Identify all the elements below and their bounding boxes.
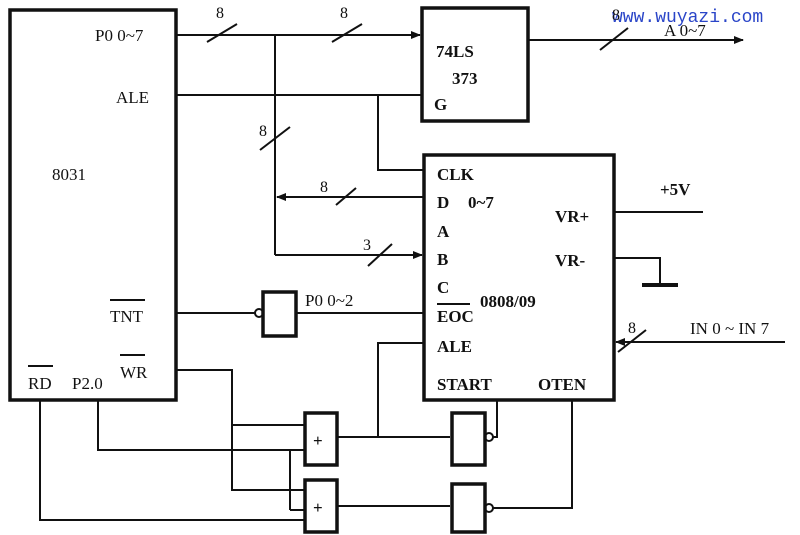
- p0-bus-slash-2: [331, 23, 363, 43]
- mcu-p20-pin: P2.0: [72, 374, 103, 393]
- address-bus-out-width: 8: [612, 7, 620, 24]
- mcu-ale-pin: ALE: [116, 88, 149, 107]
- adc-clk-pin: CLK: [437, 165, 475, 184]
- p0-low-label: P0 0~2: [305, 291, 353, 310]
- adc-start-pin: START: [437, 375, 492, 394]
- start-ale-wire: [377, 342, 424, 437]
- watermark-text: www.wuyazi.com: [612, 8, 763, 28]
- mcu-wr-pin: WR: [120, 363, 148, 382]
- adc-ale-pin: ALE: [437, 337, 472, 356]
- wr-wire: [176, 369, 305, 426]
- supply-label: +5V: [660, 180, 691, 199]
- rd-wire: [39, 400, 305, 521]
- or-gate-1: [303, 411, 339, 467]
- adc-data-bus-width: 8: [320, 179, 328, 196]
- p20-wire: [97, 400, 305, 451]
- adc-name: 0808/09: [480, 292, 536, 311]
- or-gate-2-symbol: +: [313, 498, 323, 517]
- adc-c-pin: C: [437, 278, 449, 297]
- eoc-inverter-gate: [261, 290, 298, 338]
- analog-input-label: IN 0 ~ IN 7: [690, 319, 770, 338]
- adc-data-range: 0~7: [468, 193, 494, 212]
- mcu-rd-pin: RD: [28, 374, 52, 393]
- mcu-int-pin: TNT: [110, 307, 144, 326]
- p0-bus-slash-1: [206, 23, 238, 43]
- analog-input-slash: [617, 329, 647, 353]
- adc-address-bus-slash: [367, 243, 393, 267]
- p0-bus-width-1: 8: [216, 5, 224, 22]
- adc-d-pin: D: [437, 193, 449, 212]
- vref-minus-wire: [614, 257, 661, 284]
- address-bus-label: A 0~7: [664, 21, 706, 40]
- adc-vrplus-pin: VR+: [555, 207, 589, 226]
- latch-name-line2: 373: [452, 69, 478, 88]
- trunk-bus-width: 8: [259, 123, 267, 140]
- p0-bus-width-2: 8: [340, 5, 348, 22]
- latch-name-line1: 74LS: [436, 42, 474, 61]
- start-wire: [493, 400, 498, 438]
- trunk-slash: [259, 126, 291, 151]
- mcu-name: 8031: [52, 165, 86, 184]
- adc-a-pin: A: [437, 222, 450, 241]
- ale-to-clk-wire: [377, 95, 424, 171]
- adc-address-bus-width: 3: [363, 237, 371, 254]
- address-bus-out-slash: [599, 27, 629, 51]
- adc-data-bus-slash: [335, 187, 357, 206]
- latch-74ls373-block: [420, 6, 530, 123]
- adc-0808-block: [422, 153, 616, 402]
- adc-vrminus-pin: VR-: [555, 251, 586, 270]
- mcu-p0-pin: P0 0~7: [95, 26, 144, 45]
- adc-eoc-pin: EOC: [437, 307, 474, 326]
- mcu-8031-block: [8, 8, 178, 402]
- latch-gate-pin: G: [434, 95, 447, 114]
- or-gate-1-symbol: +: [313, 431, 323, 450]
- analog-input-width: 8: [628, 320, 636, 337]
- start-inverter-gate: [450, 411, 487, 467]
- oten-inverter-gate: [450, 482, 487, 534]
- wr-branch-wire: [231, 425, 305, 491]
- adc-b-pin: B: [437, 250, 448, 269]
- adc-oten-pin: OTEN: [538, 375, 587, 394]
- oten-wire: [493, 400, 573, 509]
